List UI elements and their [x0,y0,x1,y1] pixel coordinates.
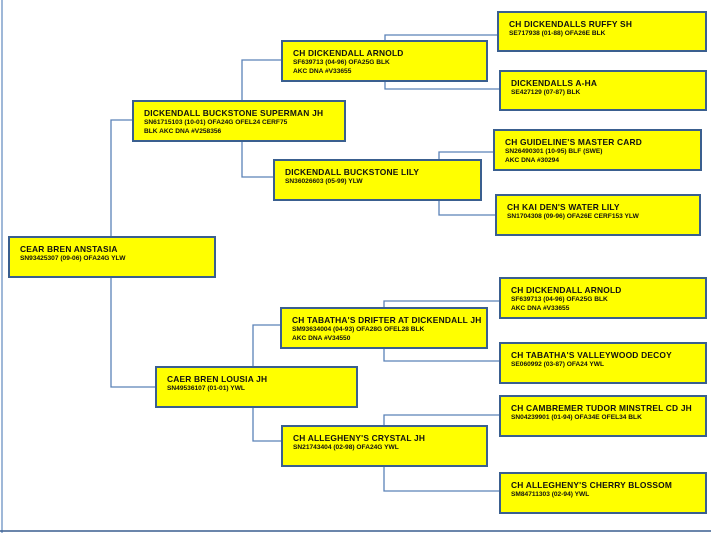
dog-name: CH KAI DEN'S WATER LILY [507,202,620,212]
dog-name: CH DICKENDALL ARNOLD [293,48,404,58]
dog-name: CH ALLEGHENY'S CRYSTAL JH [293,433,426,443]
dog-name: CH ALLEGHENY'S CHERRY BLOSSOM [511,480,673,490]
dog-name: CH GUIDELINE'S MASTER CARD [505,137,643,147]
dog-name: CH DICKENDALLS RUFFY SH [509,19,633,29]
connector-dd-sire [383,414,499,425]
dog-registration-info: SN04239901 (01-94) OFA34E OFEL34 BLK [511,414,642,421]
dog-registration-info: SE060992 (03-87) OFA24 YWL [511,361,604,368]
dog-registration-info: SN1704308 (09-96) OFA26E CERF153 YLW [507,213,639,220]
dog-name: DICKENDALL BUCKSTONE SUPERMAN JH [144,108,324,118]
dog-registration-info: AKC DNA #V33655 [293,67,352,75]
connector-sd-sire [438,151,493,159]
dog-name: CEAR BREN ANSTASIA [20,244,118,254]
dog-registration-info: AKC DNA #V33655 [511,304,570,312]
connector-dd-dam [383,466,499,492]
dog-name: CAER BREN LOUSIA JH [167,374,268,384]
dog-registration-info: SF639713 (04-96) OFA25G BLK [511,296,608,303]
dog-name: CH TABATHA'S DRIFTER AT DICKENDALL JH [292,315,482,325]
connector-dam-dam [252,407,281,442]
dog-registration-info: SM84711303 (02-94) YWL [511,491,590,498]
connector-ss-dam [384,81,499,90]
connector-sd-dam [438,200,495,216]
dog-registration-info: BLK AKC DNA #V258356 [144,127,222,135]
dog-registration-info: AKC DNA #V34550 [292,334,351,342]
connector-sire-dam [241,141,273,178]
dog-registration-info: SN49536107 (01-01) YWL [167,385,245,392]
dog-registration-info: SN36026603 (05-99) YLW [285,178,363,185]
dog-registration-info: SN93425307 (09-06) OFA24G YLW [20,255,126,262]
dog-name: DICKENDALL BUCKSTONE LILY [285,167,420,177]
dog-name: CH DICKENDALL ARNOLD [511,285,622,295]
dog-name: CH TABATHA'S VALLEYWOOD DECOY [511,350,672,360]
dog-registration-info: SE427129 (07-87) BLK [511,89,581,96]
dog-registration-info: AKC DNA #30294 [505,156,559,164]
connector-dam [110,277,155,388]
dog-registration-info: SN21743404 (02-98) OFA24G YWL [293,444,399,451]
connector-sire [110,119,132,236]
dog-registration-info: SM93634004 (04-93) OFA28G OFEL28 BLK [292,326,425,333]
dog-registration-info: SE717938 (01-88) OFA26E BLK [509,30,606,37]
connector-ds-sire [383,300,499,307]
connector-dam-sire [252,324,280,366]
dog-registration-info: SN26490301 (10-95) BLF (SWE) [505,148,603,155]
connector-sire-sire [241,59,281,100]
connector-ss-sire [384,34,497,40]
connector-ds-dam [383,348,499,362]
dog-registration-info: SN61715103 (10-01) OFA24G OFEL24 CERF75 [144,119,288,126]
dog-name: CH CAMBREMER TUDOR MINSTREL CD JH [511,403,692,413]
dog-name: DICKENDALLS A-HA [511,78,598,88]
dog-registration-info: SF639713 (04-96) OFA25G BLK [293,59,390,66]
